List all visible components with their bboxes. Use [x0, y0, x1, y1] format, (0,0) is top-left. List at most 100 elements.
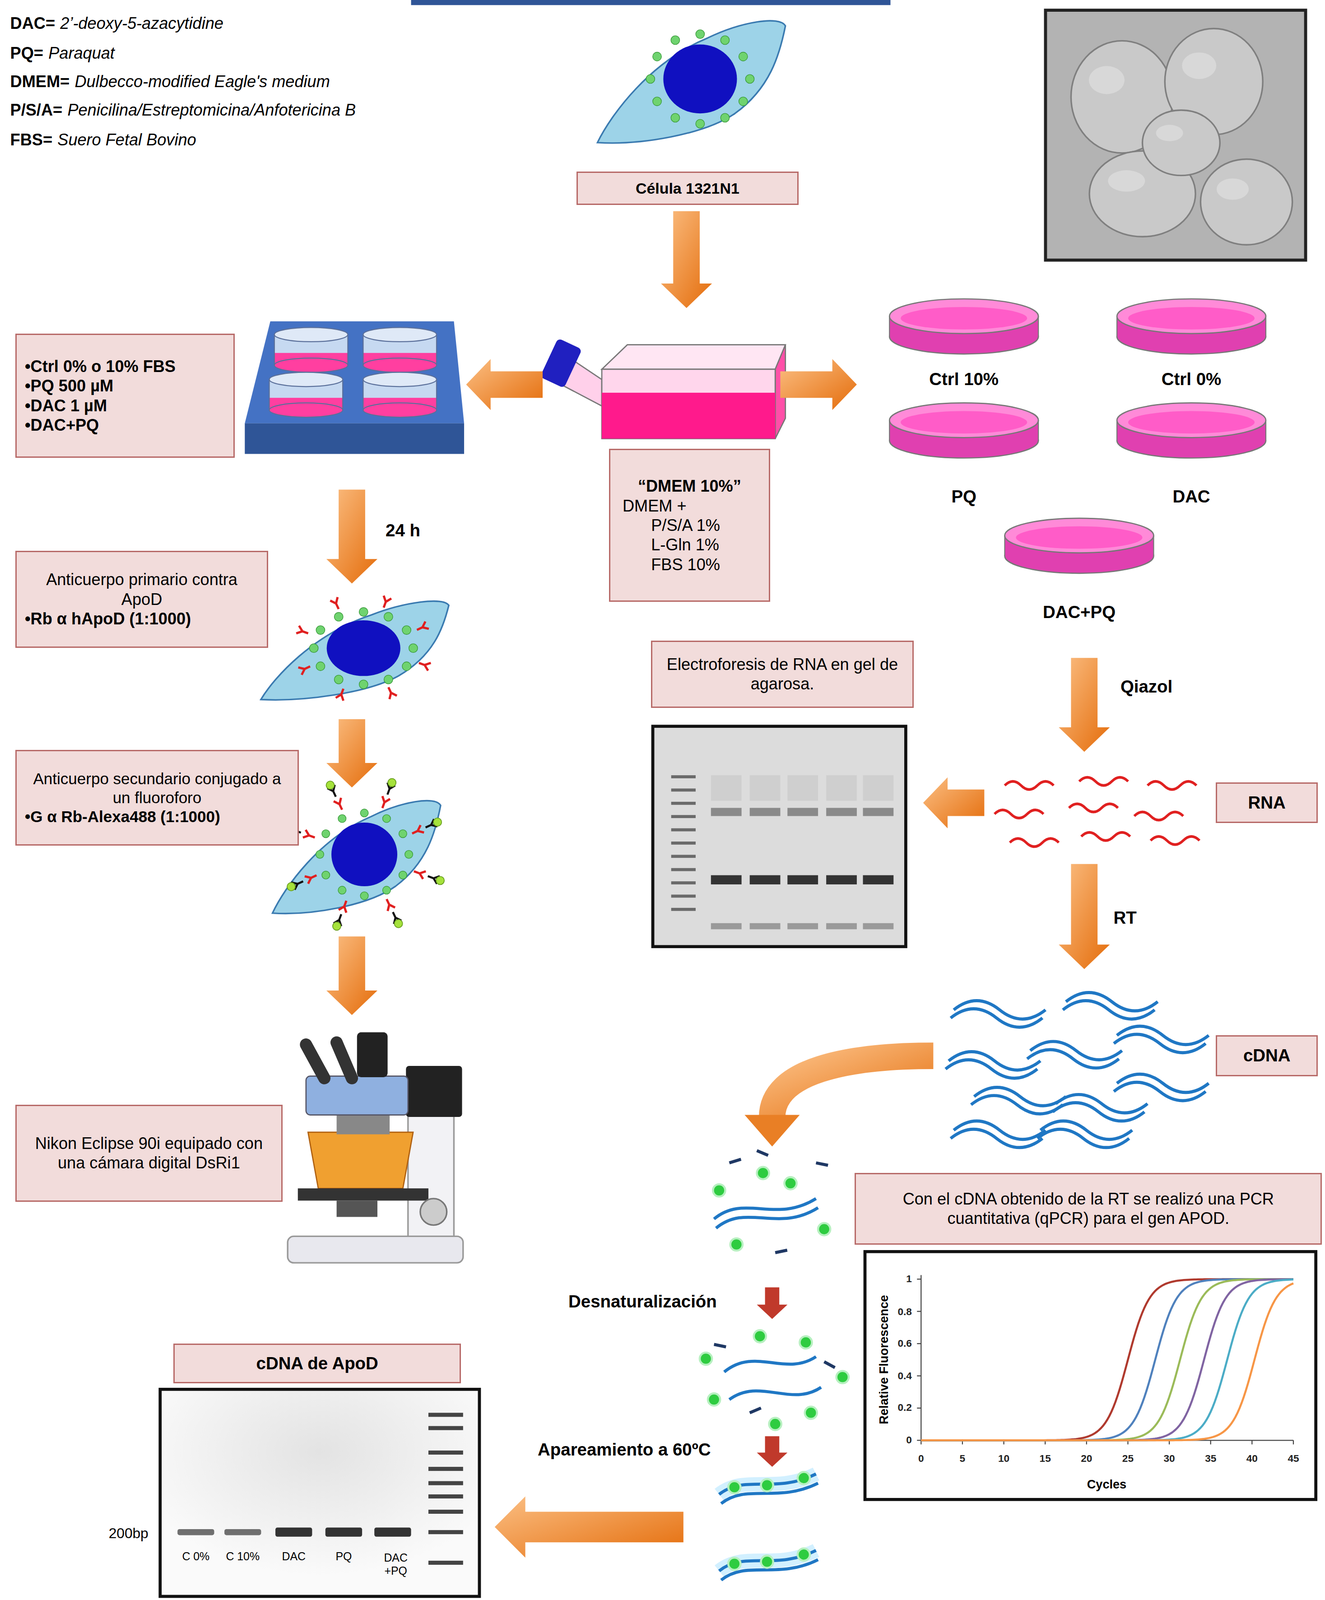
illustration-part [864, 1251, 1316, 1500]
illustration-part [436, 379, 438, 411]
label: P/S/A= [10, 100, 63, 120]
process-box: Electroforesis de RNA en gel de agarosa. [650, 640, 915, 708]
illustration-part [1015, 526, 1143, 549]
illustration-part [1181, 52, 1217, 80]
flow-arrow [326, 719, 378, 788]
label: 200bp [108, 1524, 149, 1542]
label: 20 [1080, 1452, 1093, 1465]
box-text: •G α Rb-Alexa488 (1:1000) [24, 807, 290, 827]
label: 45 [1287, 1452, 1299, 1465]
illustration-part [428, 1509, 464, 1514]
illustration-part [652, 52, 662, 61]
illustration-part [436, 876, 445, 885]
title-bar [411, 0, 891, 5]
illustration-part [671, 801, 696, 805]
box-text: •Rb α hApoD (1:1000) [24, 609, 259, 629]
illustration-part [287, 882, 296, 891]
amplification-curve [920, 1278, 1294, 1441]
illustration-part [1210, 1440, 1212, 1445]
illustration-part [410, 825, 424, 838]
rna-strand [1069, 803, 1118, 812]
process-box: Nikon Eclipse 90i equipado con una cámar… [15, 1104, 283, 1202]
flow-arrow [660, 211, 712, 309]
illustration-part [384, 612, 393, 621]
illustration-part [325, 781, 335, 790]
label: Suero Fetal Bovino [57, 130, 196, 150]
illustration-part [729, 1159, 741, 1163]
rna-strand [1004, 781, 1054, 790]
illustration-part [826, 923, 857, 930]
illustration-part [387, 778, 396, 787]
flow-arrow [771, 1055, 934, 1118]
illustration-part [775, 1250, 788, 1253]
illustration-part [428, 1412, 464, 1417]
illustration-part [417, 659, 432, 671]
label: DAC+PQ [1042, 602, 1116, 623]
cdna-strand [1037, 1129, 1130, 1148]
cdna-strand [1062, 1000, 1155, 1020]
illustration-part [304, 871, 319, 884]
illustration-part [671, 907, 696, 912]
illustration-part [601, 369, 776, 439]
illustration-part [724, 1356, 816, 1372]
label: 30 [1163, 1452, 1175, 1465]
illustration-part [394, 919, 403, 928]
illustration-part [699, 1352, 712, 1365]
process-box: Célula 1321N1 [576, 171, 800, 206]
illustration-part [420, 1198, 447, 1226]
illustration-part [670, 35, 680, 45]
box-text: P/S/A 1% [618, 515, 761, 535]
illustration-part [362, 372, 437, 387]
illustration-part [671, 881, 696, 885]
cdna-strand [971, 1095, 1063, 1115]
illustration-part [316, 625, 325, 635]
illustration-part [695, 119, 705, 128]
cdna-strand [950, 1008, 1043, 1028]
illustration-part [379, 595, 391, 610]
illustration-part [729, 1387, 821, 1400]
flow-arrow-head [744, 1115, 800, 1147]
illustration-part [428, 1426, 464, 1431]
illustration-part [378, 795, 391, 810]
illustration-part [359, 679, 368, 689]
illustration-part [334, 674, 343, 684]
illustration-part [331, 822, 398, 887]
illustration-part [916, 1375, 921, 1377]
illustration-part [1107, 170, 1145, 192]
box-text: •DAC 1 µM [24, 395, 226, 416]
illustration-part [274, 327, 349, 342]
label: Cycles [1087, 1477, 1127, 1492]
label: 0.2 [897, 1401, 912, 1414]
process-box: Anticuerpo primario contra ApoD•Rb α hAp… [15, 550, 269, 648]
illustration-part [769, 1417, 782, 1431]
illustration-part [1004, 518, 1154, 554]
process-box: Anticuerpo secundario conjugado a un flu… [15, 749, 299, 846]
box-text: RNA [1225, 792, 1309, 814]
illustration-part [711, 923, 742, 930]
illustration-part [326, 620, 401, 676]
illustration-part [399, 871, 408, 880]
illustration-part [824, 1361, 836, 1368]
flow-arrow [756, 1436, 788, 1467]
box-text: Célula 1321N1 [585, 179, 790, 198]
amplification-curve [920, 1279, 1294, 1441]
rna-gel [652, 726, 906, 947]
label: Desnaturalización [568, 1291, 717, 1312]
illustration-part [412, 867, 427, 879]
process-box: cDNA de ApoD [173, 1343, 461, 1384]
illustration-part [362, 327, 437, 342]
cdna-strand [1052, 1102, 1145, 1121]
box-text: Con el cDNA obtenido de la RT se realizó… [864, 1189, 1313, 1229]
illustration-part [347, 334, 349, 366]
illustration-part [404, 850, 414, 859]
label: 15 [1039, 1452, 1051, 1465]
illustration-part [362, 379, 364, 411]
illustration-part [1116, 298, 1266, 334]
illustration-part [826, 875, 857, 885]
illustration-part [384, 685, 397, 699]
illustration-part [160, 1389, 480, 1597]
illustration-part [920, 1274, 922, 1441]
label: 10 [998, 1452, 1010, 1465]
illustration-part [663, 44, 737, 114]
